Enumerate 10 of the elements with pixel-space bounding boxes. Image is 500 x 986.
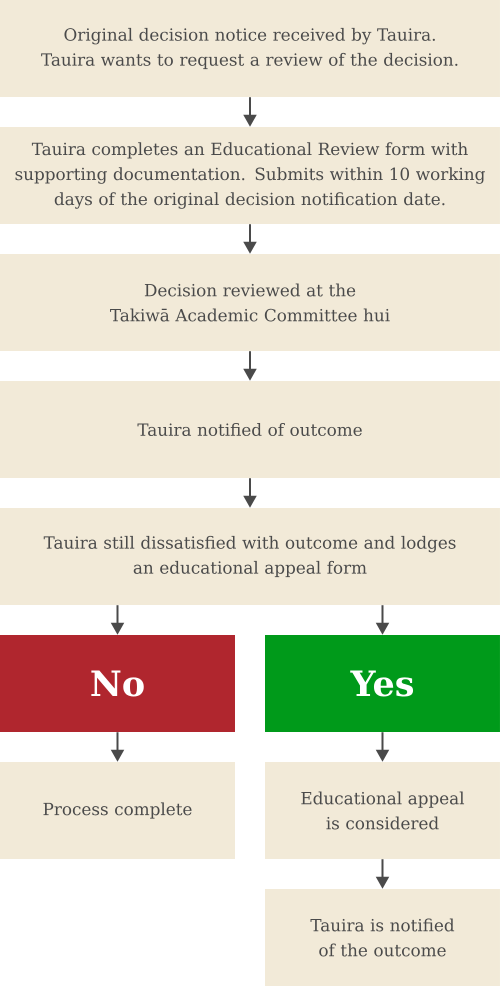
process-box: Original decision notice received by Tauira. Tauira wants to request a review of the decision.	[0, 0, 500, 98]
process-box: Educational appeal is considered	[265, 762, 500, 859]
process-box: Tauira notified of outcome	[0, 381, 500, 478]
process-box: Decision reviewed at the Takiwā Academic Committee hui	[0, 254, 500, 351]
process-box: Tauira is notified of the outcome	[265, 889, 500, 986]
process-box: Tauira still dissatisfied with outcome and lodges an educational appeal form	[0, 508, 500, 605]
decision-box: No	[0, 635, 235, 732]
process-box: Tauira completes an Educational Review form with supporting documentation. Submits within 10 working days of the original decision notification date.	[0, 127, 500, 224]
process-box: Process complete	[0, 762, 235, 859]
decision-box: Yes	[265, 635, 500, 732]
